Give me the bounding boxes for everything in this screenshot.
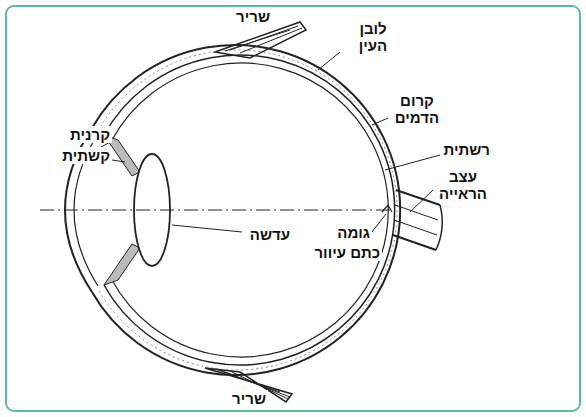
- part-label: לובן העין: [348, 20, 398, 54]
- part-label: שריר: [234, 8, 272, 25]
- part-label: כתם עיוור: [312, 244, 382, 261]
- part-label: קרנית: [68, 126, 112, 143]
- part-label: קשתית: [60, 147, 112, 164]
- part-label: קרום הדמים: [390, 92, 444, 126]
- part-label: עצב הראייה: [434, 168, 492, 202]
- part-label: גומה: [335, 224, 372, 241]
- part-label: רשתית: [442, 141, 492, 158]
- part-label: שריר: [230, 390, 268, 407]
- part-label: עדשה: [248, 226, 292, 243]
